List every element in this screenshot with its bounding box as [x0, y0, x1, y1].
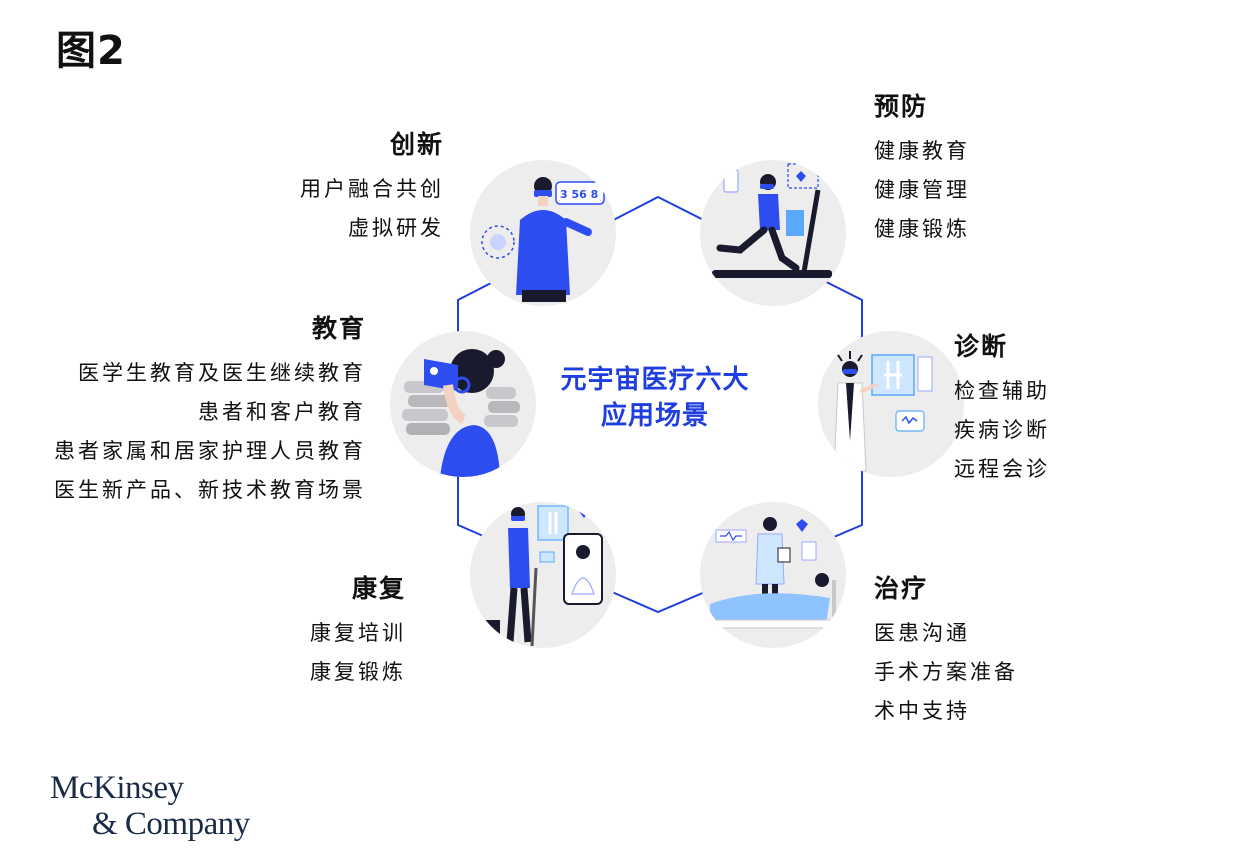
crutch-patient-icon — [484, 505, 603, 647]
scenario-innovation-item: 用户融合共创 — [300, 177, 444, 201]
scenario-prevention: 预防 健康教育 健康管理 健康锻炼 — [874, 90, 970, 249]
mckinsey-logo: McKinsey & Company — [50, 770, 250, 842]
scenario-treatment-item: 医患沟通 — [874, 621, 970, 645]
logo-line1: McKinsey — [50, 770, 184, 806]
scenario-diagnosis-item: 检查辅助 — [954, 379, 1050, 403]
scenario-rehabilitation-item: 康复锻炼 — [310, 660, 406, 684]
vr-researcher-icon: 3 56 8 — [481, 177, 605, 302]
scenario-treatment-item: 术中支持 — [874, 699, 970, 723]
scenario-rehabilitation-title: 康复 — [351, 574, 406, 603]
scenario-diagnosis-item: 远程会诊 — [954, 457, 1050, 481]
scenario-treatment-item: 手术方案准备 — [874, 660, 1018, 684]
vr-student-books-icon — [402, 349, 520, 477]
diagnosis-illustration — [818, 331, 964, 477]
scenario-education-item: 患者家属和居家护理人员教育 — [54, 439, 366, 463]
scenario-education: 教育 医学生教育及医生继续教育 患者和客户教育 患者家属和居家护理人员教育 医生… — [54, 312, 366, 510]
center-title: 元宇宙医疗六大 应用场景 — [540, 362, 770, 434]
scenario-treatment: 治疗 医患沟通 手术方案准备 术中支持 — [874, 572, 1018, 731]
scenario-rehabilitation-item: 康复培训 — [310, 621, 406, 645]
scenario-diagnosis: 诊断 检查辅助 疾病诊断 远程会诊 — [954, 330, 1050, 489]
doctor-xray-icon — [833, 351, 933, 472]
prevention-illustration — [700, 160, 846, 306]
scenario-prevention-item: 健康教育 — [874, 139, 970, 163]
scenario-innovation-item: 虚拟研发 — [348, 216, 444, 240]
treatment-illustration — [700, 502, 846, 648]
innovation-illustration: 3 56 8 — [470, 160, 616, 306]
scenario-diagnosis-title: 诊断 — [954, 332, 1009, 361]
center-title-line2: 应用场景 — [600, 401, 709, 431]
scenario-innovation: 创新 用户融合共创 虚拟研发 — [300, 128, 444, 248]
rehabilitation-illustration — [470, 502, 616, 648]
education-illustration — [390, 331, 536, 477]
center-title-line1: 元宇宙医疗六大 — [560, 365, 750, 395]
svg-text:3 56 8: 3 56 8 — [560, 188, 598, 201]
scenario-education-item: 医学生教育及医生继续教育 — [78, 361, 366, 385]
scenario-prevention-item: 健康锻炼 — [874, 217, 970, 241]
scenario-education-title: 教育 — [311, 314, 366, 343]
figure-label: 图2 — [56, 28, 126, 74]
scenario-rehabilitation: 康复 康复培训 康复锻炼 — [310, 572, 406, 692]
treadmill-runner-icon — [712, 163, 832, 278]
scenario-innovation-title: 创新 — [389, 130, 444, 159]
scenario-education-item: 医生新产品、新技术教育场景 — [54, 478, 366, 502]
hospital-bed-icon — [703, 517, 843, 632]
scenario-prevention-title: 预防 — [874, 92, 929, 121]
scenario-treatment-title: 治疗 — [874, 574, 929, 603]
scenario-prevention-item: 健康管理 — [874, 178, 970, 202]
scenario-diagnosis-item: 疾病诊断 — [954, 418, 1050, 442]
logo-line2: & Company — [92, 806, 250, 842]
scenario-education-item: 患者和客户教育 — [198, 400, 366, 424]
